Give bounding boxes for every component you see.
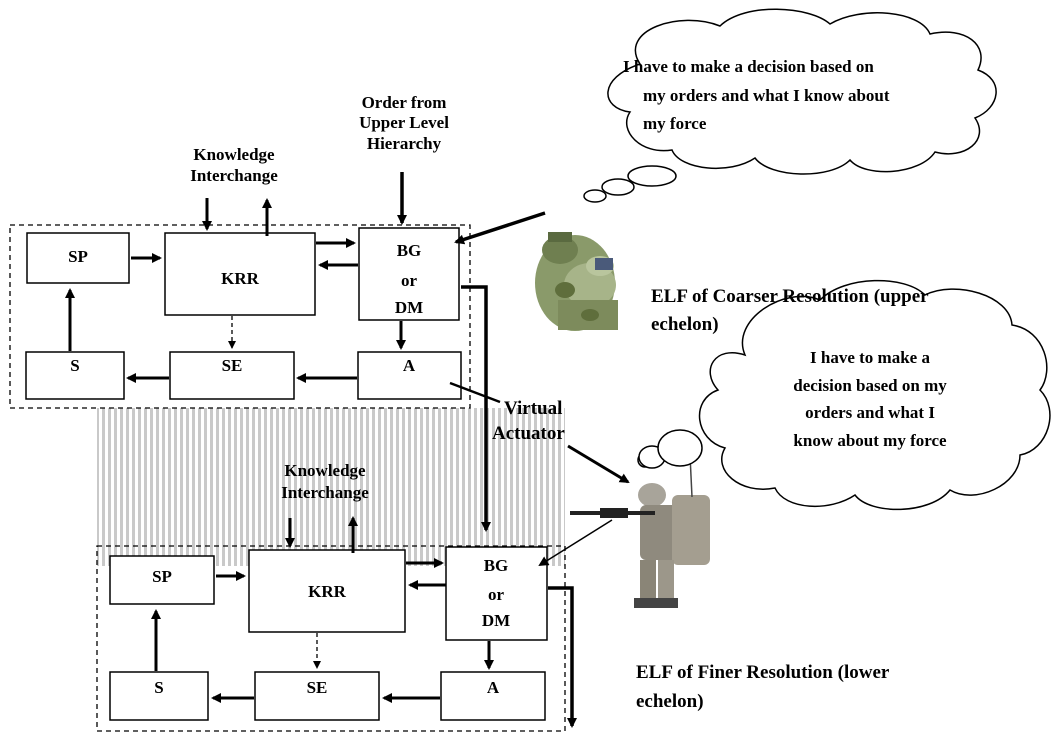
upper-se-box (169, 351, 295, 400)
upper-to-lower-command-line (461, 285, 491, 532)
lower-thought-line2: decision based on my (793, 376, 947, 395)
upper-or-label: or (401, 271, 418, 290)
upper-thought-line1: I have to make a decision based on (623, 57, 874, 76)
upper-bg-dm-box (358, 227, 460, 321)
elf-lower-line2: echelon) (636, 691, 704, 712)
elf-upper-line2: echelon) (651, 314, 719, 335)
virtual-actuator-label-line1: Virtual (504, 398, 562, 419)
virtual-actuator-to-soldier-arrow (567, 444, 630, 484)
lower-soldier-to-bg-arrow (538, 519, 613, 567)
lower-soldier-figure (570, 454, 710, 608)
lower-knowledge-label-line2: Interchange (281, 483, 369, 502)
elf-lower-line1: ELF of Finer Resolution (lower (636, 662, 890, 683)
upper-bg-label: BG (397, 241, 422, 260)
virtual-actuator-label-line2: Actuator (492, 423, 565, 444)
lower-krr-label: KRR (308, 582, 347, 601)
lower-se-box (254, 671, 380, 721)
elf-upper-line1: ELF of Coarser Resolution (upper (651, 286, 929, 307)
lower-se-label: SE (307, 678, 328, 697)
upper-soldier-figure (535, 232, 618, 331)
lower-knowledge-label-line1: Knowledge (284, 461, 366, 480)
upper-a-box (357, 351, 462, 400)
lower-or-label: or (488, 585, 505, 604)
lower-a-label: A (487, 678, 500, 697)
upper-se-label: SE (222, 356, 243, 375)
upper-dm-label: DM (395, 298, 423, 317)
lower-thought-line3: orders and what I (805, 403, 935, 422)
order-label-line2: Upper Level (359, 113, 449, 132)
upper-echelon-boundary (9, 224, 471, 409)
lower-arrow-out (548, 586, 577, 728)
order-label-line3: Hierarchy (367, 134, 442, 153)
upper-thought-cloud (583, 8, 997, 203)
upper-soldier-to-bg-arrow (454, 211, 546, 245)
upper-thought-line3: my force (643, 114, 707, 133)
upper-a-label: A (403, 356, 416, 375)
upper-sp-label: SP (68, 247, 88, 266)
upper-krr-box (164, 232, 316, 316)
lower-a-box (440, 671, 546, 721)
lower-bg-label: BG (484, 556, 509, 575)
lower-krr-box (248, 549, 406, 633)
lower-sp-label: SP (152, 567, 172, 586)
lower-sp-box (109, 555, 215, 605)
upper-thought-line2: my orders and what I know about (643, 86, 890, 105)
lower-thought-line1: I have to make a (810, 348, 930, 367)
upper-knowledge-label-line2: Interchange (190, 166, 278, 185)
upper-knowledge-label-line1: Knowledge (193, 145, 275, 164)
lower-bg-dm-box (445, 546, 548, 641)
lower-thought-line4: know about my force (793, 431, 947, 450)
upper-s-label: S (70, 356, 79, 375)
lower-s-label: S (154, 678, 163, 697)
lower-thought-cloud (637, 279, 1051, 511)
upper-s-box (25, 351, 125, 400)
order-label-line1: Order from (362, 93, 447, 112)
upper-krr-label: KRR (221, 269, 260, 288)
lower-s-box (109, 671, 209, 721)
lower-echelon-boundary (96, 545, 566, 732)
lower-dm-label: DM (482, 611, 510, 630)
virtual-actuator-line (449, 381, 501, 404)
upper-sp-box (26, 232, 130, 284)
